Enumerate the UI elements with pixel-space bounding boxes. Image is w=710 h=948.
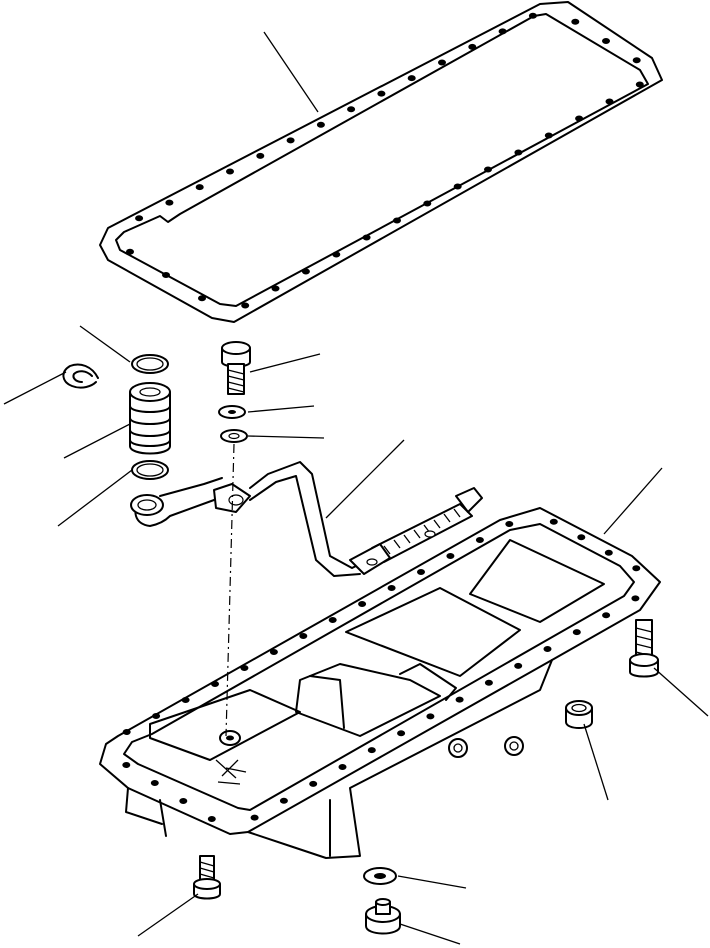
bolt-hole-icon: [122, 729, 131, 735]
bolt-hole-icon: [309, 780, 318, 787]
bolt-hole-icon: [498, 28, 507, 35]
bolt-hole-icon: [528, 12, 537, 19]
bolt-hole-icon: [286, 137, 295, 144]
bolt-hole-icon: [165, 199, 174, 206]
bolt-hole-icon: [632, 57, 641, 64]
bolt-hole-icon: [602, 612, 611, 619]
washer-icon: [218, 405, 246, 419]
bolt-hole-icon: [195, 184, 204, 191]
bolt-hole-icon: [397, 730, 406, 737]
bolt-hole-icon: [328, 617, 337, 623]
bolt-hole-icon: [135, 215, 144, 222]
bolt-icon: [193, 855, 221, 900]
washer-icon: [363, 867, 397, 885]
bolt-hole-icon: [632, 565, 641, 572]
bolt-hole-icon: [514, 149, 523, 156]
bolt-hole-icon: [162, 272, 170, 278]
bolt-hole-icon: [484, 166, 492, 173]
gasket-icon: [99, 1, 663, 323]
bolt-hole-icon: [279, 797, 288, 804]
bolt-hole-icon: [181, 697, 190, 703]
bolt-hole-icon: [407, 75, 416, 82]
bolt-hole-icon: [316, 121, 325, 128]
bolt-hole-icon: [122, 762, 131, 768]
bolt-hole-icon: [475, 537, 484, 543]
bolt-icon: [221, 341, 251, 395]
bolt-hole-icon: [358, 601, 367, 607]
plug-icon: [565, 700, 593, 729]
bolt-hole-icon: [426, 713, 435, 720]
leader-lines: [3, 31, 709, 945]
washer-icon: [220, 429, 248, 443]
o-ring-icon: [131, 460, 169, 480]
bolt-hole-icon: [377, 90, 386, 97]
bolt-hole-icon: [453, 183, 462, 190]
bolt-hole-icon: [198, 295, 206, 302]
bolt-hole-icon: [514, 662, 523, 669]
bolt-hole-icon: [468, 43, 477, 50]
bolt-hole-icon: [572, 629, 581, 636]
bolt-hole-icon: [250, 814, 259, 821]
bolt-hole-icon: [152, 713, 161, 719]
bolt-hole-icon: [150, 780, 159, 786]
bolt-hole-icon: [575, 115, 584, 122]
bolt-hole-icon: [604, 549, 613, 556]
bolt-hole-icon: [446, 553, 455, 559]
bolt-hole-icon: [505, 521, 514, 527]
sleeve-icon: [129, 382, 171, 455]
bolt-hole-icon: [577, 534, 586, 541]
snap-ring-icon: [62, 363, 99, 389]
bolt-hole-icon: [393, 217, 401, 224]
bolt-hole-icon: [362, 234, 371, 241]
bolt-hole-icon: [207, 816, 216, 822]
assembly-center-line: [225, 443, 235, 737]
bolt-hole-icon: [269, 649, 278, 655]
bolt-hole-icon: [299, 633, 308, 639]
bolt-hole-icon: [271, 285, 280, 292]
bolt-hole-icon: [484, 679, 493, 686]
oil-pan-icon: [99, 507, 661, 859]
bolt-hole-icon: [438, 59, 446, 66]
bolt-icon: [629, 619, 659, 678]
bolt-hole-icon: [240, 665, 249, 671]
bolt-hole-icon: [338, 764, 347, 770]
bolt-hole-icon: [211, 681, 219, 687]
bolt-hole-icon: [387, 585, 396, 591]
bolt-hole-icon: [543, 646, 552, 652]
bolt-hole-icon: [241, 302, 250, 309]
bolt-hole-icon: [226, 168, 234, 175]
bolt-hole-icon: [367, 747, 376, 754]
bolt-hole-icon: [549, 518, 558, 525]
drain-plug-icon: [365, 898, 401, 935]
tube-icon: [130, 461, 483, 577]
bolt-hole-icon: [332, 251, 341, 258]
bolt-hole-icon: [423, 200, 432, 207]
bolt-hole-icon: [455, 696, 464, 703]
bolt-hole-icon: [417, 569, 425, 575]
bolt-hole-icon: [635, 81, 644, 88]
bolt-hole-icon: [179, 798, 188, 804]
bolt-hole-icon: [571, 18, 580, 25]
bolt-hole-icon: [605, 98, 614, 105]
bolt-hole-icon: [301, 268, 310, 275]
bolt-hole-icon: [602, 38, 610, 44]
bolt-hole-icon: [347, 106, 356, 113]
bolt-hole-icon: [544, 132, 553, 139]
bolt-hole-icon: [631, 595, 640, 602]
bolt-hole-icon: [126, 248, 134, 255]
o-ring-icon: [131, 354, 169, 374]
bolt-hole-icon: [256, 152, 265, 159]
